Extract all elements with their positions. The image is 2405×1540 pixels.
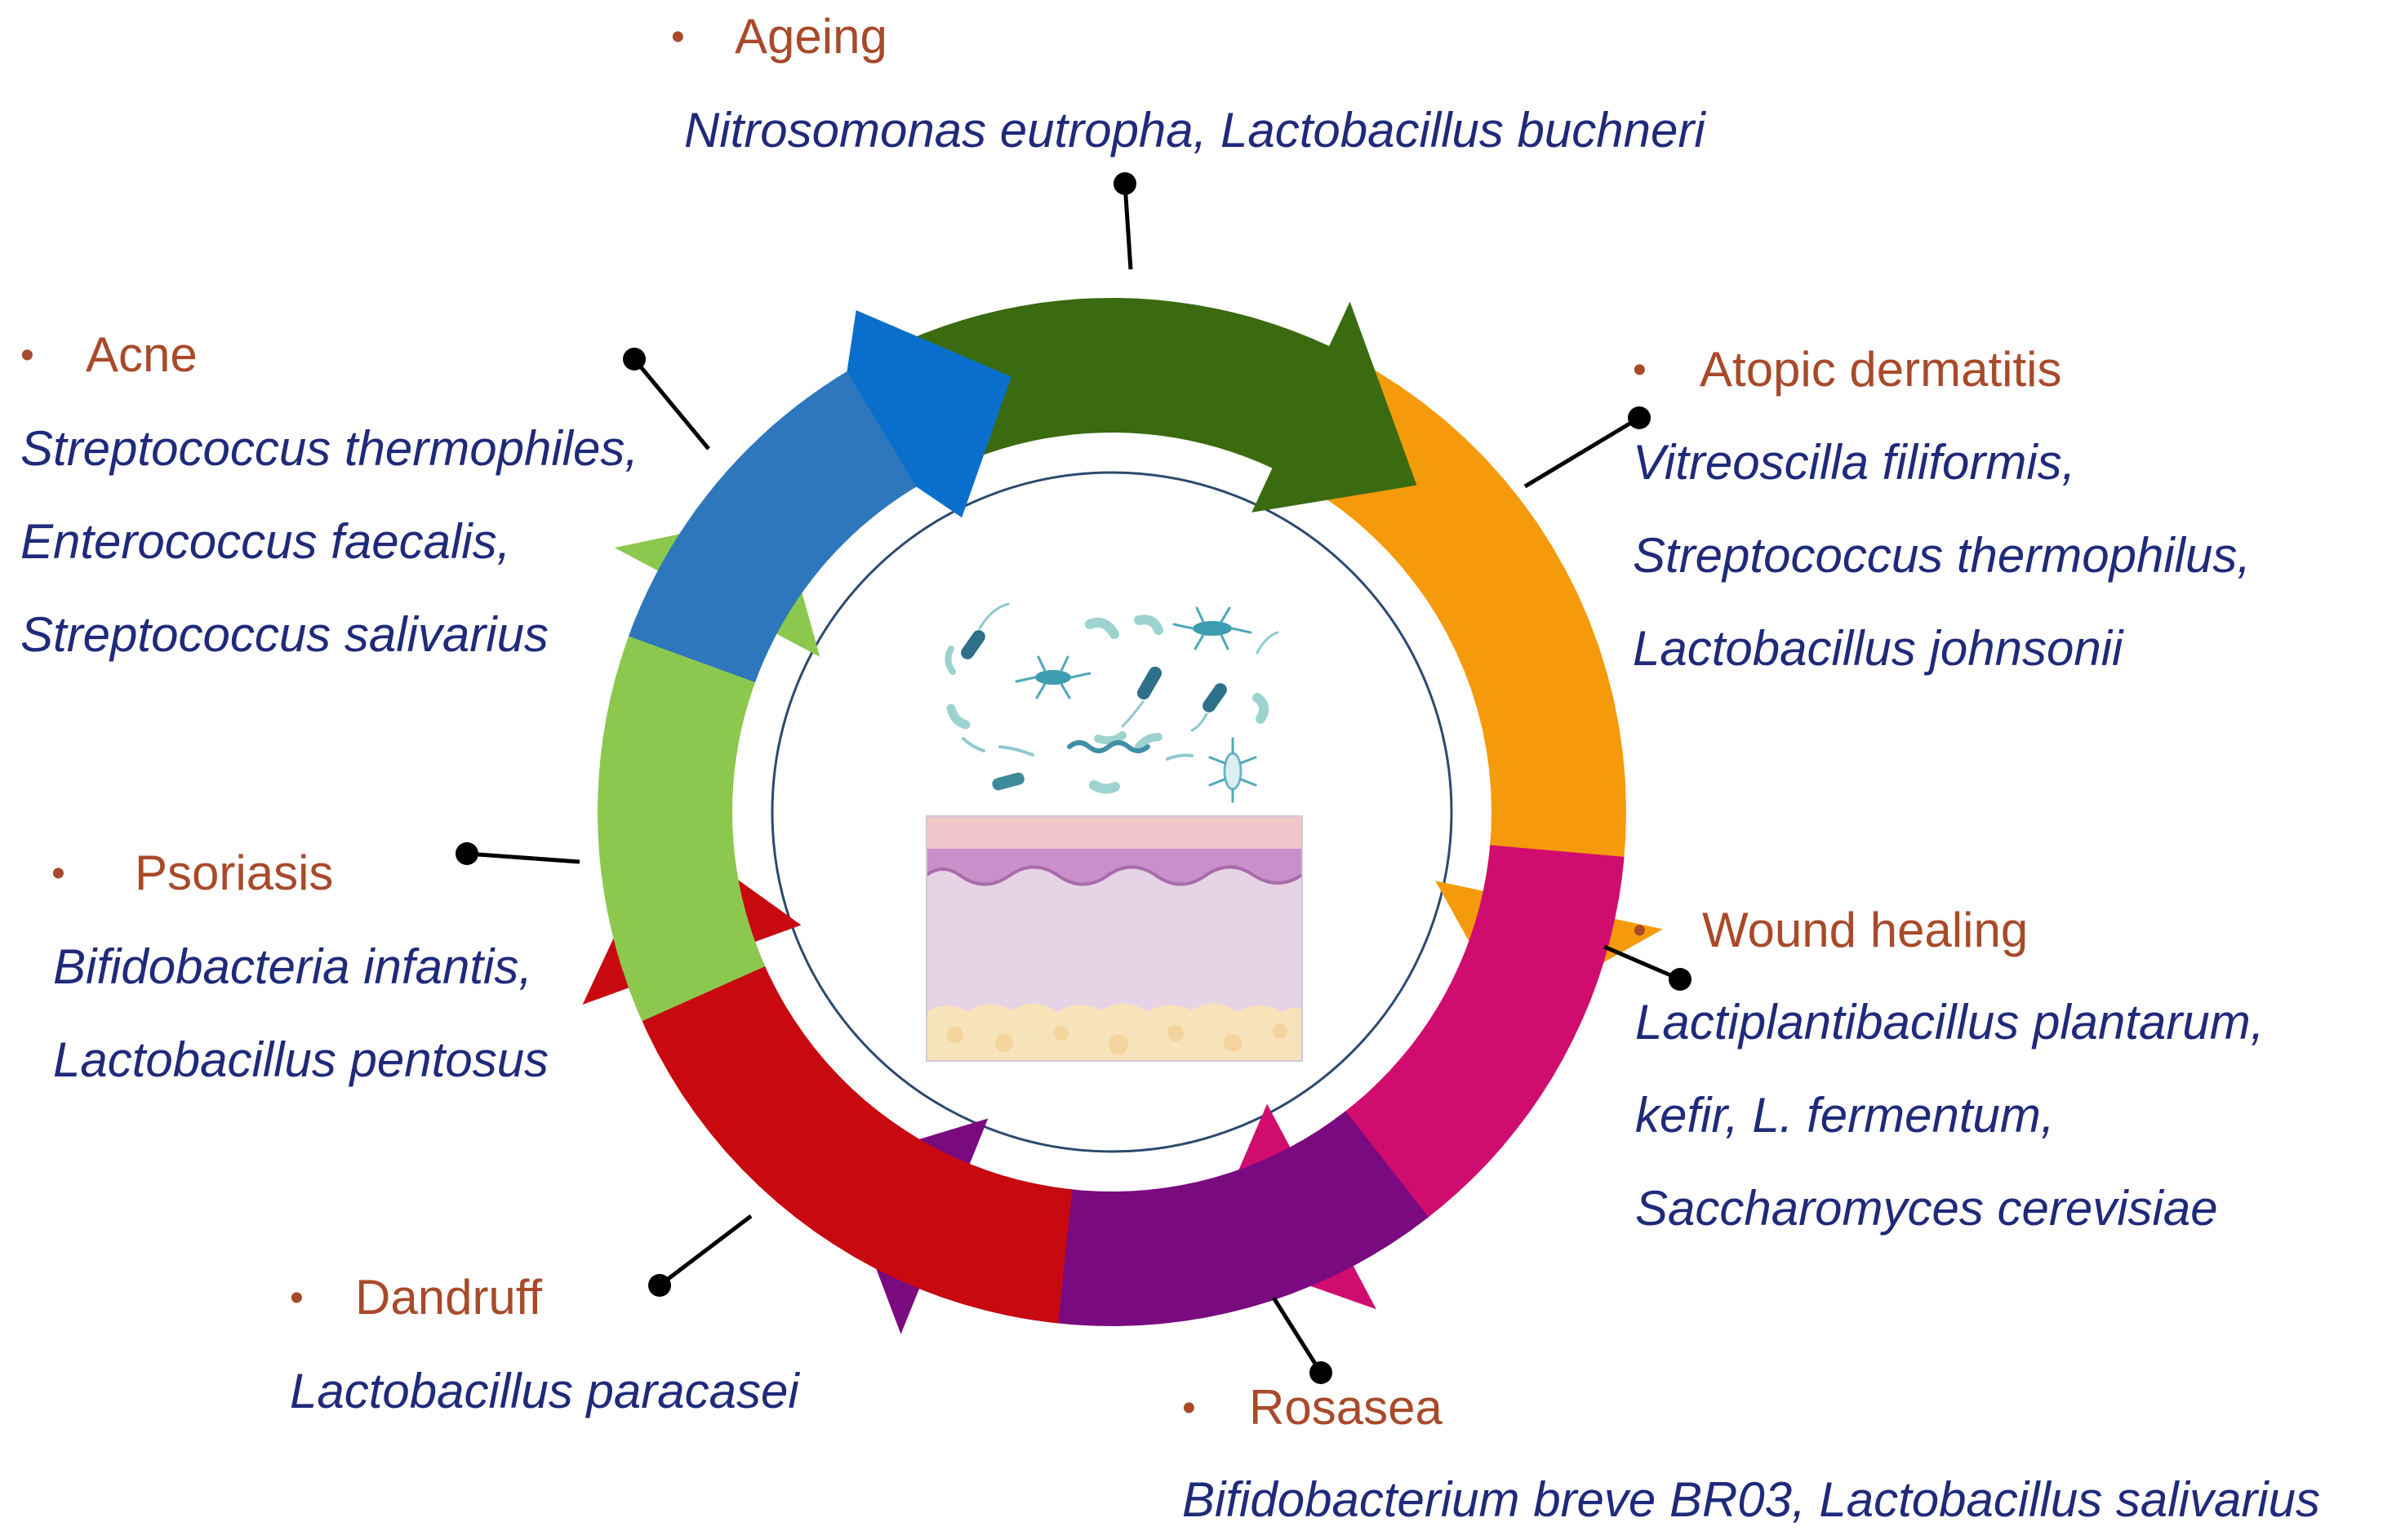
species-line: Bifidobacterium breve BR03, Lactobacillu… — [1182, 1472, 2320, 1527]
connector-line-atopic-dermatitis — [1523, 415, 1641, 489]
connector-dot-ageing — [1114, 172, 1136, 195]
connector-line-psoriasis — [466, 851, 580, 864]
species-line: Lactobacillus paracasei — [290, 1364, 800, 1418]
connector-dot-psoriasis — [456, 842, 478, 865]
cycle-arrows — [582, 298, 1663, 1334]
species-line: Lactobacillus pentosus — [53, 1032, 549, 1087]
bullet-icon: • — [1182, 1387, 1196, 1430]
connectors — [456, 172, 1692, 1384]
bullet-icon: • — [671, 16, 685, 59]
species-line: Vitreoscilla filiformis, — [1633, 435, 2075, 490]
connector-dot-dandruff — [648, 1274, 671, 1297]
condition-name: Acne — [86, 327, 198, 382]
condition-name: Wound healing — [1702, 903, 2028, 957]
condition-name: Psoriasis — [135, 845, 333, 900]
bullet-icon: • — [20, 334, 34, 377]
skin-cross-section-icon — [925, 815, 1304, 1062]
bullet-icon: • — [1633, 909, 1647, 952]
inner-circle — [771, 471, 1453, 1153]
bullet-icon: • — [51, 852, 65, 895]
connector-dot-acne — [623, 348, 646, 371]
connector-dot-rosasea — [1309, 1361, 1332, 1384]
connector-dot-atopic-dermatitis — [1628, 406, 1651, 429]
condition-name: Rosasea — [1249, 1380, 1443, 1435]
species-line: Lactobacillus johnsonii — [1633, 621, 2124, 676]
connector-line-wound-healing — [1603, 944, 1681, 982]
species-line: Streptococcus salivarius — [20, 607, 549, 662]
bullet-icon: • — [1633, 348, 1647, 392]
connector-dot-wound-healing — [1669, 968, 1692, 991]
arrow-segment-orange — [1290, 357, 1663, 1015]
species-line: kefir, L. fermentum, — [1635, 1088, 2055, 1143]
species-line: Nitrosomonas eutropha, Lactobacillus buc… — [684, 103, 1706, 158]
species-line: Bifidobacteria infantis, — [53, 939, 532, 994]
species-line: Enterococcus faecalis, — [20, 514, 510, 569]
species-line: Saccharomyces cerevisiae — [1635, 1181, 2218, 1236]
condition-name: Atopic dermatitis — [1700, 342, 2062, 397]
arrow-segment-green — [870, 298, 1417, 513]
connector-line-rosasea — [1271, 1296, 1323, 1374]
connector-line-dandruff — [658, 1214, 753, 1287]
skin-microbiome-icon — [925, 602, 1304, 1062]
microbes-icon — [945, 602, 1279, 803]
species-line: Streptococcus thermophiles, — [20, 421, 638, 476]
condition-name: Dandruff — [355, 1270, 542, 1325]
connector-line-acne — [633, 357, 710, 450]
bullet-icon: • — [290, 1276, 304, 1320]
arrowhead-blue — [847, 310, 1011, 518]
species-line: Lactiplantibacillus plantarum, — [1635, 995, 2264, 1050]
condition-name: Ageing — [735, 9, 887, 64]
connector-line-ageing — [1122, 183, 1133, 270]
species-line: Streptococcus thermophilus, — [1633, 528, 2251, 583]
